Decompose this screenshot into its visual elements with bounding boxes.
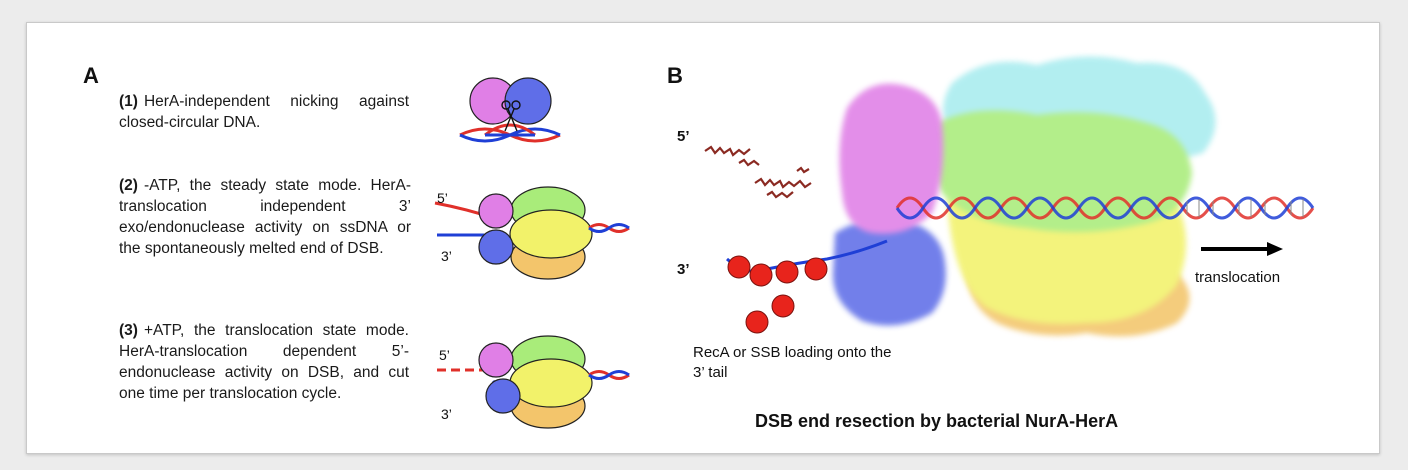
step-1-number: (1) — [119, 93, 138, 110]
dsdna-helix — [895, 196, 1315, 220]
schematic-1-nicking — [459, 77, 561, 143]
ssb-bead — [804, 257, 828, 281]
ssb-bead — [745, 310, 769, 334]
figure-frame: A (1)HerA-independent nicking against cl… — [26, 22, 1380, 454]
nura-pink-density — [839, 83, 944, 234]
step-2-number: (2) — [119, 177, 138, 194]
step-3-number: (3) — [119, 322, 138, 339]
five-prime-label: 5’ — [677, 128, 690, 145]
step-1-description: HerA-independent nicking against closed-… — [119, 93, 409, 131]
ssb-bead — [771, 294, 795, 318]
translocation-arrow — [1201, 242, 1283, 256]
schematic-3-translocation: 5’ 3’ — [437, 335, 630, 429]
panel-a-label: A — [83, 63, 99, 88]
step-1-text: (1)HerA-independent nicking against clos… — [119, 91, 409, 133]
schematic-3-three-prime: 3’ — [441, 406, 452, 422]
schematic-2-steady-state: 5’ 3’ — [434, 186, 630, 280]
step-3-description: +ATP, the translocation state mode. HerA… — [119, 322, 409, 402]
step-3-text: (3)+ATP, the translocation state mode. H… — [119, 320, 409, 404]
three-prime-tail — [725, 239, 888, 334]
diagram-artwork: 5’ 3’ 5’ 3’ — [434, 56, 1315, 429]
panel-b-label: B — [667, 63, 683, 88]
step-2-text: (2)-ATP, the steady state mode. HerA-tra… — [119, 175, 411, 259]
schematic-3-five-prime: 5’ — [439, 347, 450, 363]
nura-hera-complex — [832, 56, 1216, 337]
loading-note: RecA or SSB loading onto the 3’ tail — [693, 344, 892, 381]
schematic-2-three-prime: 3’ — [441, 248, 452, 264]
nura-blue-density — [832, 218, 946, 326]
scissors-icon — [501, 100, 521, 132]
degraded-ssdna-fragments — [704, 145, 812, 199]
schematic-2-five-prime: 5’ — [437, 190, 448, 206]
panel-b-title: DSB end resection by bacterial NurA-HerA — [755, 411, 1119, 431]
translocation-label: translocation — [1195, 269, 1281, 286]
three-prime-label: 3’ — [677, 261, 690, 278]
step-2-description: -ATP, the steady state mode. HerA-transl… — [119, 177, 411, 257]
ssb-bead — [775, 260, 799, 284]
ssb-bead — [727, 255, 751, 279]
ssb-bead — [749, 263, 773, 287]
